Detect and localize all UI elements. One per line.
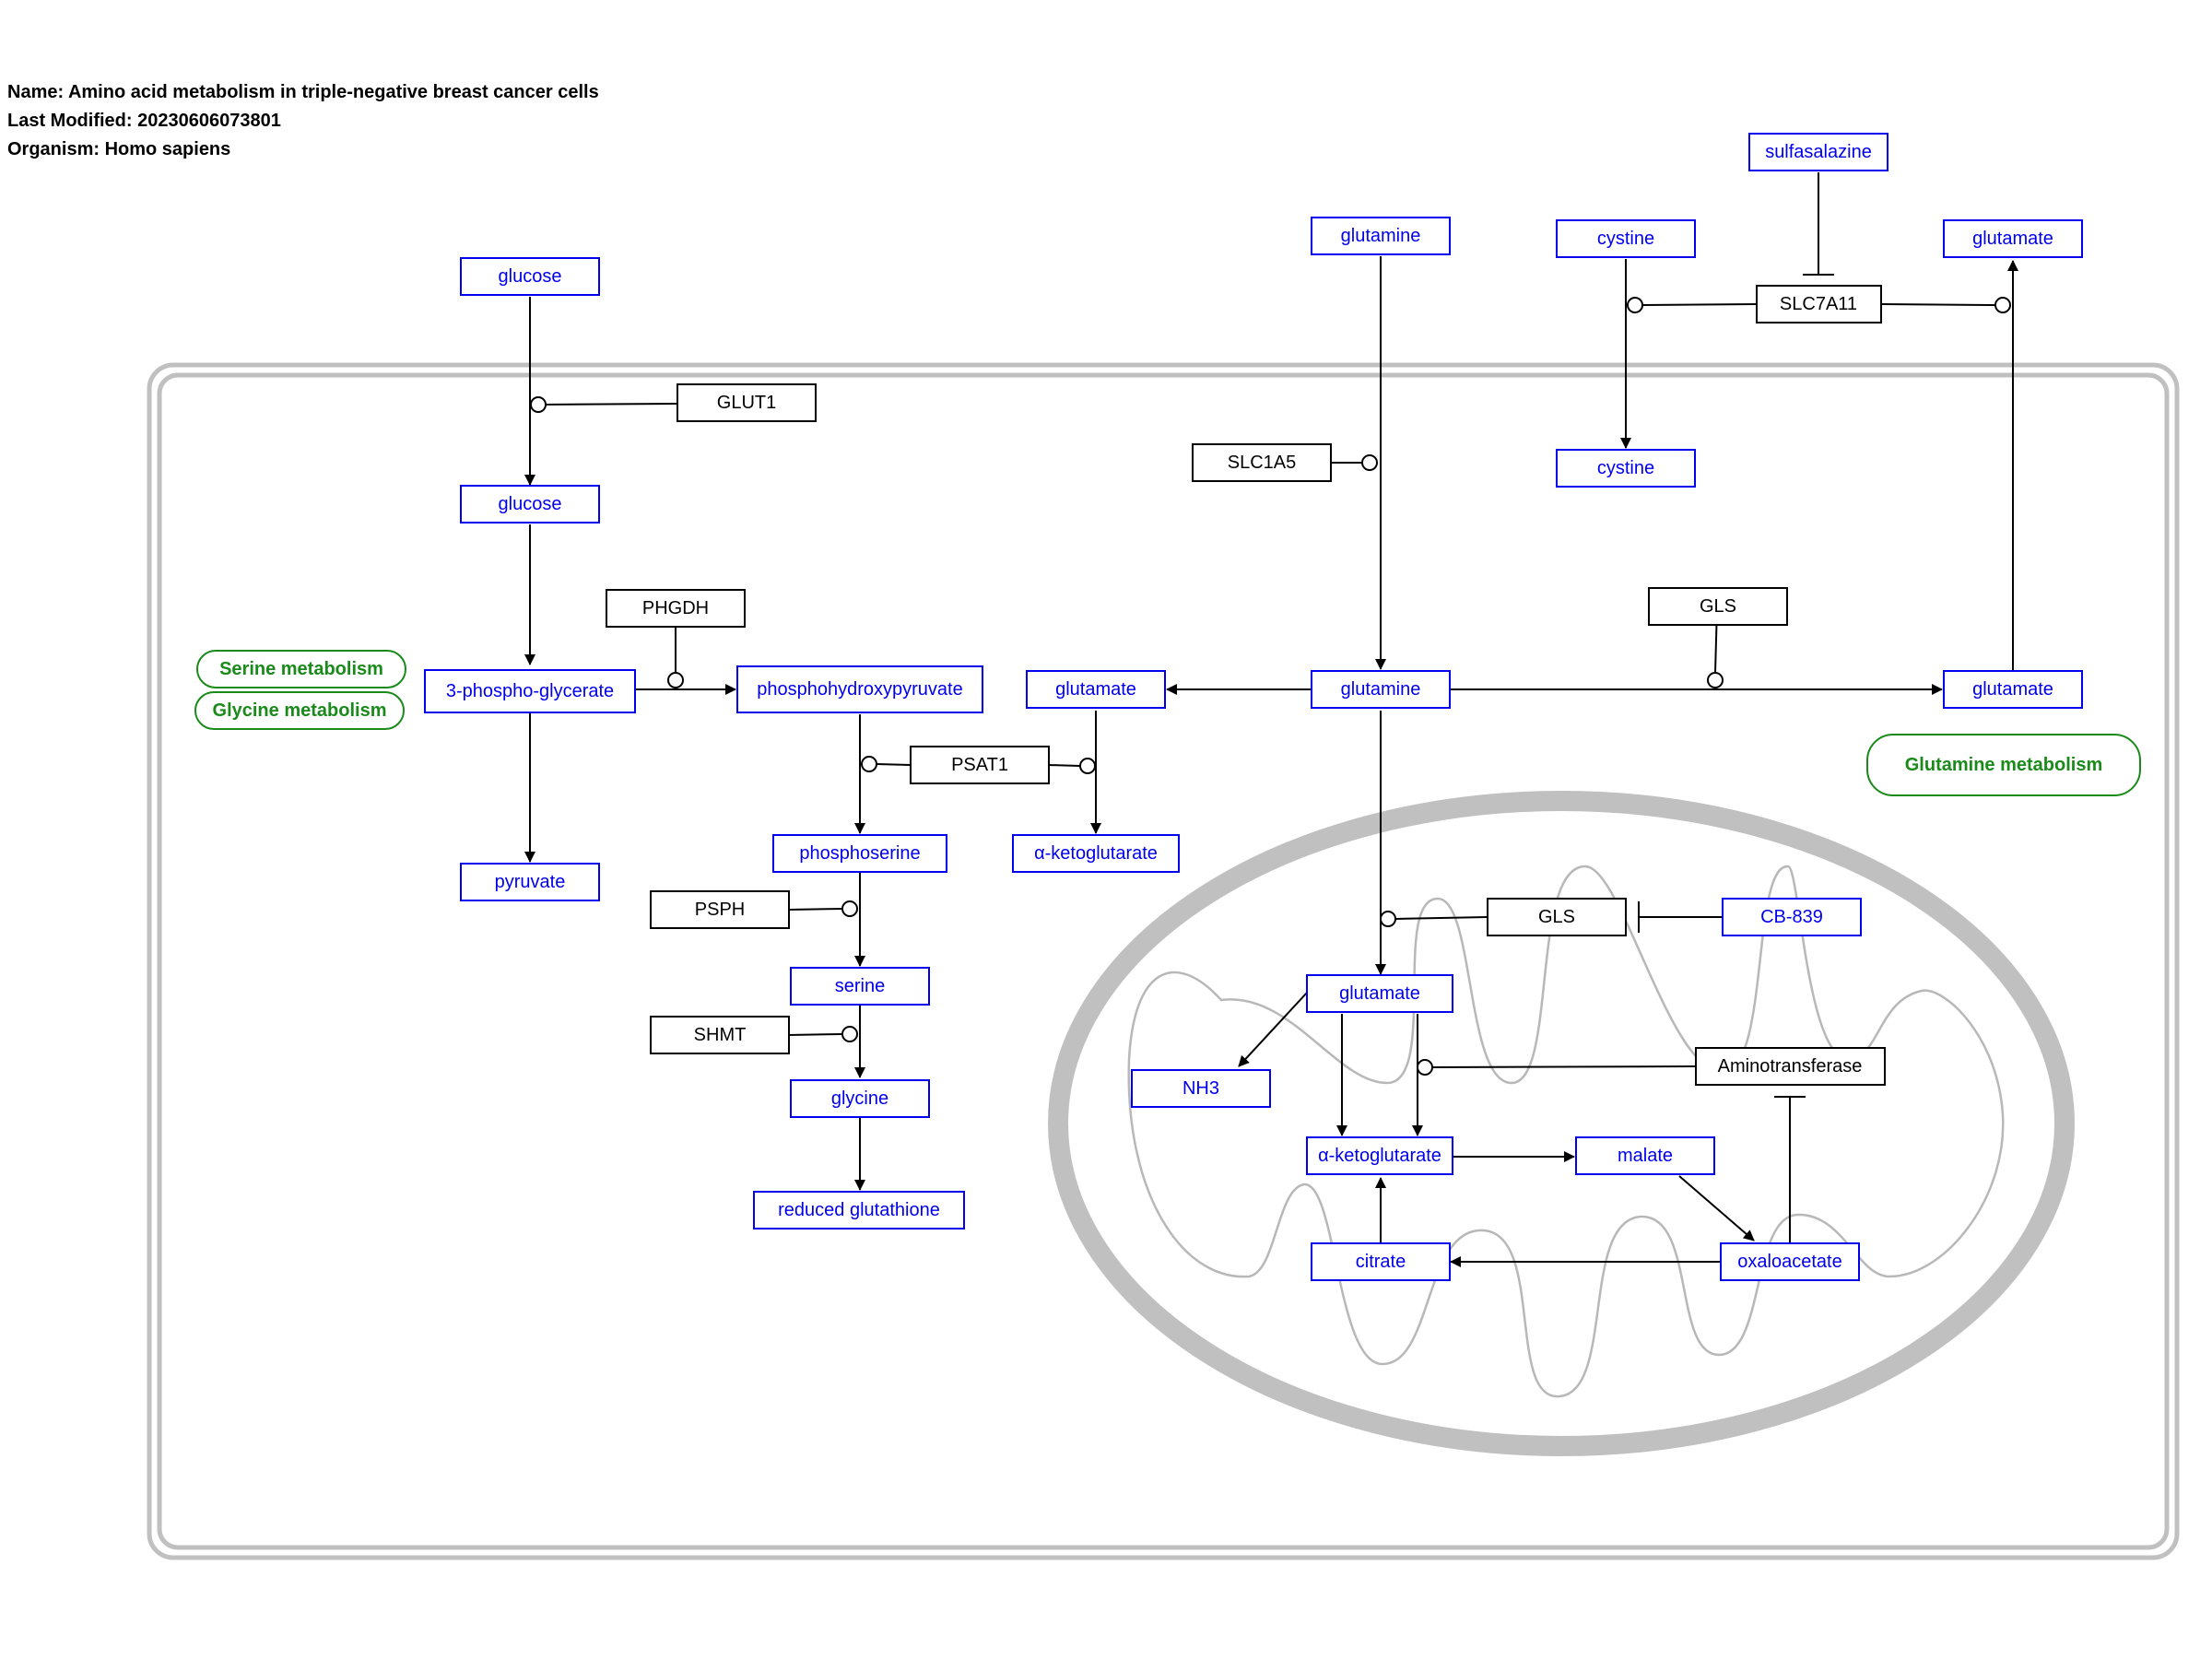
gene-slc1a5-label: SLC1A5 <box>1228 453 1297 473</box>
gene-psph[interactable]: PSPH <box>650 890 790 929</box>
metabolite-label: glycine <box>831 1088 888 1109</box>
metabolite-label: glutamine <box>1341 226 1421 246</box>
metabolite-label: glutamate <box>1339 983 1420 1004</box>
metabolite-label: NH3 <box>1182 1078 1219 1099</box>
metabolite-label: glucose <box>499 266 562 287</box>
pathway-glycine[interactable]: Glycine metabolism <box>194 691 405 730</box>
pathway-serine[interactable]: Serine metabolism <box>196 650 406 688</box>
mitochondrion-cristae <box>1127 865 2005 1398</box>
pathway-name: Name: Amino acid metabolism in triple-ne… <box>7 82 599 102</box>
metabolite-label: glutamate <box>1972 229 2053 249</box>
metabolite-glycine[interactable]: glycine <box>790 1079 930 1118</box>
metabolite-label: glucose <box>499 494 562 514</box>
metabolite-glutamate-cytosol-right[interactable]: glutamate <box>1943 670 2083 709</box>
metabolite-label: pyruvate <box>495 872 566 892</box>
metabolite-pyruvate[interactable]: pyruvate <box>460 863 600 901</box>
metabolite-label: glutamine <box>1341 679 1421 700</box>
cell-membrane-inner <box>157 372 2170 1550</box>
metabolite-nh3[interactable]: NH3 <box>1131 1069 1271 1108</box>
metabolite-label: serine <box>835 976 885 996</box>
metabolite-label: reduced glutathione <box>778 1200 940 1220</box>
gene-shmt-label: SHMT <box>694 1025 747 1045</box>
last-modified: Last Modified: 20230606073801 <box>7 111 281 131</box>
metabolite-label: glutamate <box>1055 679 1136 700</box>
gene-slc7a11[interactable]: SLC7A11 <box>1756 285 1882 324</box>
metabolite-label: oxaloacetate <box>1737 1252 1841 1272</box>
mitochondrion-membrane <box>1048 791 2075 1456</box>
metabolite-label: phosphohydroxypyruvate <box>757 679 962 700</box>
pathway-glutamine-label: Glutamine metabolism <box>1905 755 2103 775</box>
gene-glut1-label: GLUT1 <box>717 393 776 413</box>
conversion-edges <box>524 256 2018 1267</box>
metabolite-alpha-ketoglutarate-cytosol[interactable]: α-ketoglutarate <box>1012 834 1180 873</box>
metabolite-citrate[interactable]: citrate <box>1311 1242 1451 1281</box>
metabolite-malate[interactable]: malate <box>1575 1136 1715 1175</box>
gene-phgdh-label: PHGDH <box>642 598 709 618</box>
metabolite-label: cystine <box>1597 458 1654 478</box>
gene-psat1-label: PSAT1 <box>951 755 1008 775</box>
metabolite-label: sulfasalazine <box>1765 142 1872 162</box>
cell-membrane-outer <box>147 362 2180 1560</box>
gene-slc7a11-label: SLC7A11 <box>1780 294 1857 314</box>
metabolite-cystine-intracellular[interactable]: cystine <box>1556 449 1696 488</box>
gene-gls-mitochondria[interactable]: GLS <box>1487 898 1627 936</box>
metabolite-glutamate-extracellular[interactable]: glutamate <box>1943 219 2083 258</box>
metabolite-phosphohydroxypyruvate[interactable]: phosphohydroxypyruvate <box>736 665 983 713</box>
gene-aminotransferase-label: Aminotransferase <box>1718 1056 1863 1077</box>
metabolite-oxaloacetate[interactable]: oxaloacetate <box>1720 1242 1860 1281</box>
metabolite-glucose-extracellular[interactable]: glucose <box>460 257 600 296</box>
metabolite-label: 3-phospho-glycerate <box>446 681 614 701</box>
inhibition-edges <box>1638 172 1834 1242</box>
metabolite-cb-839[interactable]: CB-839 <box>1722 898 1862 936</box>
metabolite-label: malate <box>1618 1146 1673 1166</box>
metabolite-label: CB-839 <box>1760 907 1823 927</box>
metabolite-reduced-glutathione[interactable]: reduced glutathione <box>753 1191 965 1230</box>
gene-slc1a5[interactable]: SLC1A5 <box>1192 443 1332 482</box>
metabolite-glutamate-cytosol-left[interactable]: glutamate <box>1026 670 1166 709</box>
gene-shmt[interactable]: SHMT <box>650 1016 790 1054</box>
metabolite-serine[interactable]: serine <box>790 967 930 1006</box>
metabolite-label: phosphoserine <box>799 843 920 864</box>
metabolite-glutamine-intracellular[interactable]: glutamine <box>1311 670 1451 709</box>
metabolite-3-phospho-glycerate[interactable]: 3-phospho-glycerate <box>424 669 636 713</box>
metabolite-sulfasalazine[interactable]: sulfasalazine <box>1748 133 1888 171</box>
gene-gls-mitochondria-label: GLS <box>1538 907 1575 927</box>
metabolite-cystine-extracellular[interactable]: cystine <box>1556 219 1696 258</box>
metabolite-glutamine-extracellular[interactable]: glutamine <box>1311 217 1451 255</box>
metabolite-label: glutamate <box>1972 679 2053 700</box>
metabolite-glucose-intracellular[interactable]: glucose <box>460 485 600 524</box>
gene-gls-cytosol[interactable]: GLS <box>1648 587 1788 626</box>
metabolite-phosphoserine[interactable]: phosphoserine <box>772 834 947 873</box>
metabolite-glutamate-mitochondria[interactable]: glutamate <box>1306 974 1453 1013</box>
catalysis-edges <box>530 297 2011 1076</box>
gene-psph-label: PSPH <box>695 900 745 920</box>
gene-psat1[interactable]: PSAT1 <box>910 746 1050 784</box>
metabolite-label: citrate <box>1356 1252 1406 1272</box>
pathway-serine-label: Serine metabolism <box>219 659 383 679</box>
gene-gls-cytosol-label: GLS <box>1700 596 1736 617</box>
metabolite-label: cystine <box>1597 229 1654 249</box>
pathway-glycine-label: Glycine metabolism <box>213 700 387 721</box>
pathway-glutamine[interactable]: Glutamine metabolism <box>1866 734 2141 796</box>
gene-aminotransferase[interactable]: Aminotransferase <box>1695 1047 1886 1086</box>
metabolite-alpha-ketoglutarate-mitochondria[interactable]: α-ketoglutarate <box>1306 1136 1453 1175</box>
metabolite-label: α-ketoglutarate <box>1034 843 1158 864</box>
metabolite-label: α-ketoglutarate <box>1318 1146 1441 1166</box>
gene-glut1[interactable]: GLUT1 <box>677 383 817 422</box>
organism: Organism: Homo sapiens <box>7 139 230 159</box>
gene-phgdh[interactable]: PHGDH <box>606 589 746 628</box>
